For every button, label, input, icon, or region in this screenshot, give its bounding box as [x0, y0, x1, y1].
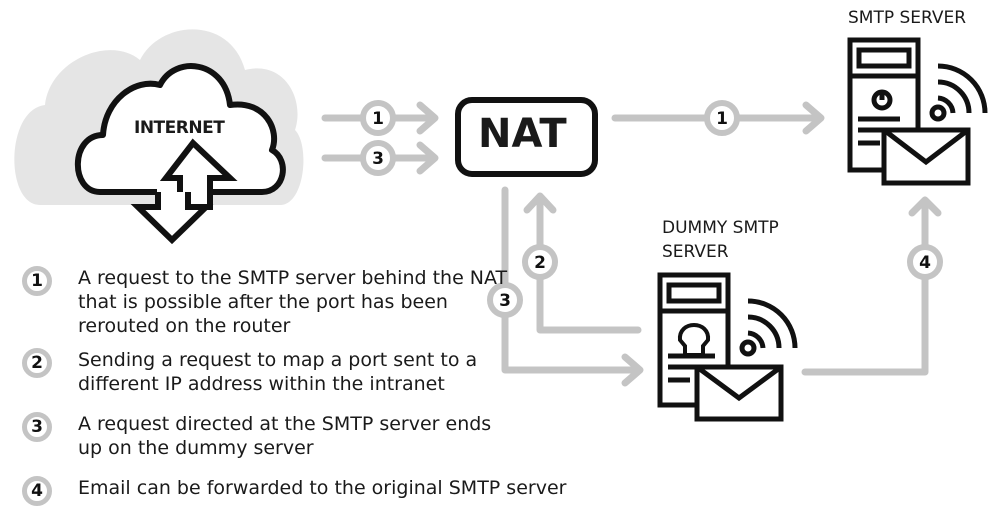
- arrow-4-dummy-smtp: [801, 196, 942, 376]
- dummy-server-icon: [657, 272, 798, 422]
- step-badge-2: 2: [522, 244, 558, 280]
- legend-text: Email can be forwarded to the original S…: [78, 477, 567, 499]
- legend-badge: 2: [22, 348, 52, 378]
- step-badge-3: 3: [487, 282, 523, 318]
- step-badge-label: 3: [499, 291, 511, 311]
- step-badge-3: 3: [360, 140, 396, 176]
- arrow-2-dummy-nat: [523, 192, 642, 334]
- legend-item: 1 A request to the SMTP server behind th…: [22, 266, 508, 338]
- down-arrow-icon: [130, 192, 214, 245]
- legend-badge: 1: [22, 266, 52, 296]
- dummy-server-label-line1: DUMMY SMTP: [662, 218, 779, 238]
- dummy-server-label-line2: SERVER: [662, 242, 729, 262]
- legend-item: 2 Sending a request to map a port sent t…: [22, 348, 478, 396]
- nat-label: NAT: [478, 111, 567, 157]
- internet-label: INTERNET: [134, 118, 225, 138]
- step-badge-label: 1: [716, 109, 728, 129]
- step-badge-label: 2: [534, 253, 546, 273]
- arrow-3-nat-dummy: [501, 186, 644, 387]
- internet-cloud-icon: [74, 63, 286, 195]
- step-badge-1: 1: [704, 100, 740, 136]
- step-badge-label: 4: [919, 253, 931, 273]
- legend-text: Sending a request to map a port sent to …: [78, 349, 478, 395]
- legend-badge: 4: [22, 476, 52, 506]
- legend-text: A request directed at the SMTP server en…: [78, 413, 492, 459]
- legend-badge: 3: [22, 412, 52, 442]
- legend-item: 3 A request directed at the SMTP server …: [22, 412, 518, 460]
- legend-item: 4 Email can be forwarded to the original…: [22, 476, 578, 506]
- nat-box: [455, 97, 598, 177]
- step-badge-4: 4: [907, 244, 943, 280]
- step-badge-label: 1: [372, 109, 384, 129]
- smtp-server-icon: [847, 37, 988, 186]
- step-badge-1: 1: [360, 100, 396, 136]
- legend-text: A request to the SMTP server behind the …: [78, 267, 508, 337]
- step-badge-label: 3: [372, 149, 384, 169]
- smtp-server-label: SMTP SERVER: [848, 8, 967, 28]
